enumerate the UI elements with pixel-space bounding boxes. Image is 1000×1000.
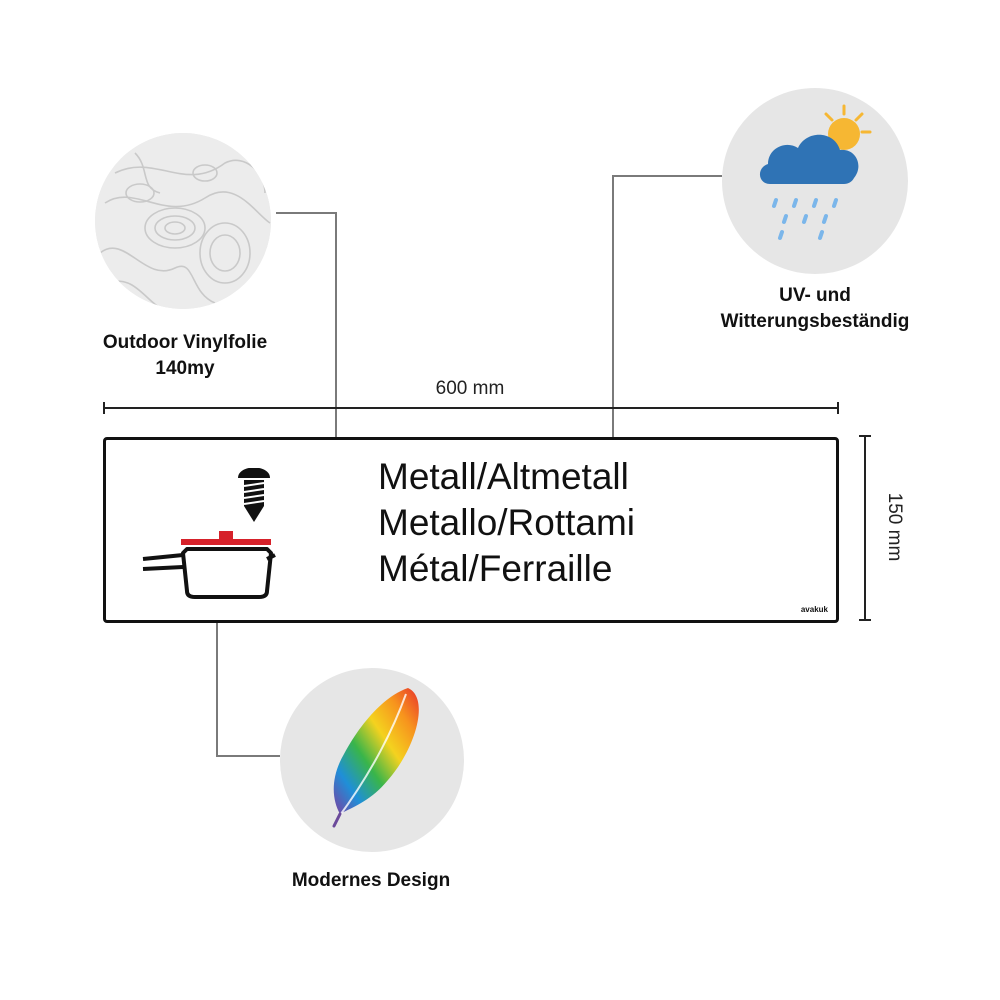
design-circle	[280, 668, 464, 852]
cloud-sun-rain-icon	[759, 104, 872, 240]
brand-logo: avakuk	[800, 605, 828, 614]
weather-label-line2: Witterungsbeständig	[720, 311, 910, 332]
sign-plate: Metall/Altmetall Metallo/Rottami Métal/F…	[103, 437, 839, 623]
height-dimension-line	[859, 435, 871, 621]
rainbow-feather-icon	[332, 688, 419, 828]
material-label-line1: Outdoor Vinylfolie	[102, 332, 268, 353]
width-label: 600 mm	[435, 378, 505, 399]
material-label-line2: 140my	[155, 358, 215, 379]
screw-icon	[238, 464, 270, 522]
cooking-pot-icon	[142, 531, 276, 599]
topographic-texture-icon	[95, 133, 271, 309]
design-label-line1: Modernes Design	[291, 870, 451, 891]
sign-line-french: Métal/Ferraille	[378, 548, 613, 589]
weather-label-line1: UV- und	[779, 285, 851, 306]
sign-line-italian: Metallo/Rottami	[378, 502, 636, 543]
material-circle	[95, 133, 271, 309]
weather-circle	[722, 88, 908, 274]
weather-label: UV- und Witterungsbeständig	[670, 283, 960, 335]
height-label: 150 mm	[884, 492, 905, 562]
sign-text: Metall/Altmetall Metallo/Rottami Métal/F…	[378, 454, 635, 592]
material-label: Outdoor Vinylfolie 140my	[40, 330, 330, 382]
design-label: Modernes Design	[226, 868, 516, 894]
sign-line-german: Metall/Altmetall	[378, 456, 629, 497]
width-dimension-line	[103, 402, 839, 414]
